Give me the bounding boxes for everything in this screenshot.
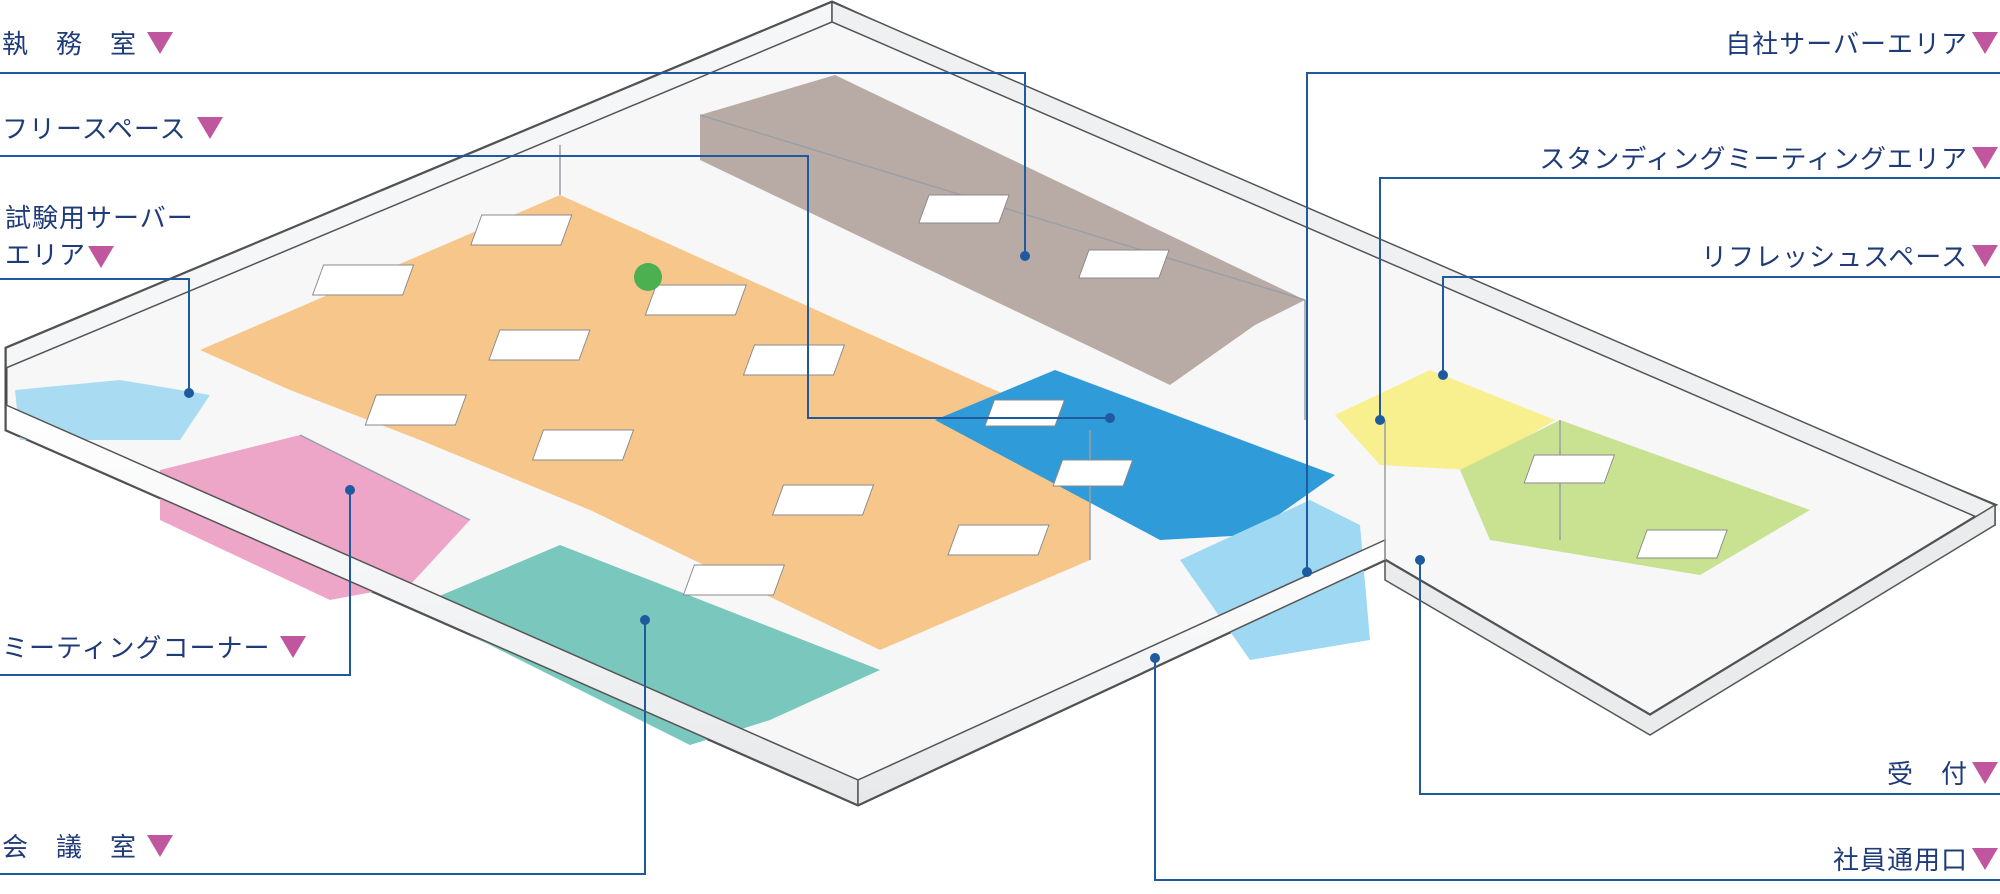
label-free-space[interactable]: フリースペース [2,109,223,146]
marker-triangle-icon [1972,244,1998,267]
label-kaigi[interactable]: 会 議 室 [2,827,174,864]
label-shitsumu[interactable]: 執 務 室 [2,24,174,61]
wall-front-wing [1384,503,1996,736]
test-server-floor [15,380,210,440]
leader-dots [184,251,1448,663]
marker-triangle-icon [1972,146,1998,169]
label-own-server-text: 自社サーバーエリア [1725,30,1968,60]
label-staff-entrance-text: 社員通用口 [1832,846,1968,876]
label-refresh-space[interactable]: リフレッシュスペース [1701,237,1998,274]
label-own-server[interactable]: 自社サーバーエリア [1725,24,1998,61]
marker-triangle-icon [1972,761,1998,784]
marker-triangle-icon [147,31,174,54]
marker-triangle-icon [280,635,307,658]
meeting-corner-floor [160,435,470,600]
label-shitsumu-text: 執 務 室 [2,30,138,60]
label-standing-meeting-text: スタンディングミーティングエリア [1539,145,1968,175]
label-uketsuke-text: 受 付 [1886,760,1968,790]
refresh-floor [1335,370,1555,470]
label-kaigi-text: 会 議 室 [2,833,138,863]
marker-triangle-icon [1972,31,1998,54]
marker-triangle-icon [147,834,174,857]
label-test-server-line2: エリア [5,241,87,271]
desk-clusters [311,194,1728,596]
label-staff-entrance[interactable]: 社員通用口 [1833,840,1998,877]
label-free-space-text: フリースペース [2,115,187,145]
marker-triangle-icon [88,245,115,268]
label-standing-meeting[interactable]: スタンディングミーティングエリア [1539,139,1998,176]
label-test-server-line1: 試験用サーバー [5,204,194,234]
free-space-floor [700,75,1305,385]
label-uketsuke[interactable]: 受 付 [1887,754,1998,791]
marker-triangle-icon [196,116,223,139]
leader-lines [0,72,2000,881]
label-test-server-area[interactable]: 試験用サーバー エリア [5,201,194,275]
label-refresh-space-text: リフレッシュスペース [1701,243,1968,273]
label-meeting-corner[interactable]: ミーティングコーナー [2,628,307,665]
work-area-floor [200,195,1090,650]
marker-triangle-icon [1972,847,1998,870]
label-meeting-corner-text: ミーティングコーナー [2,634,271,664]
plant-decoration [634,263,662,291]
conference-floor [430,545,880,745]
